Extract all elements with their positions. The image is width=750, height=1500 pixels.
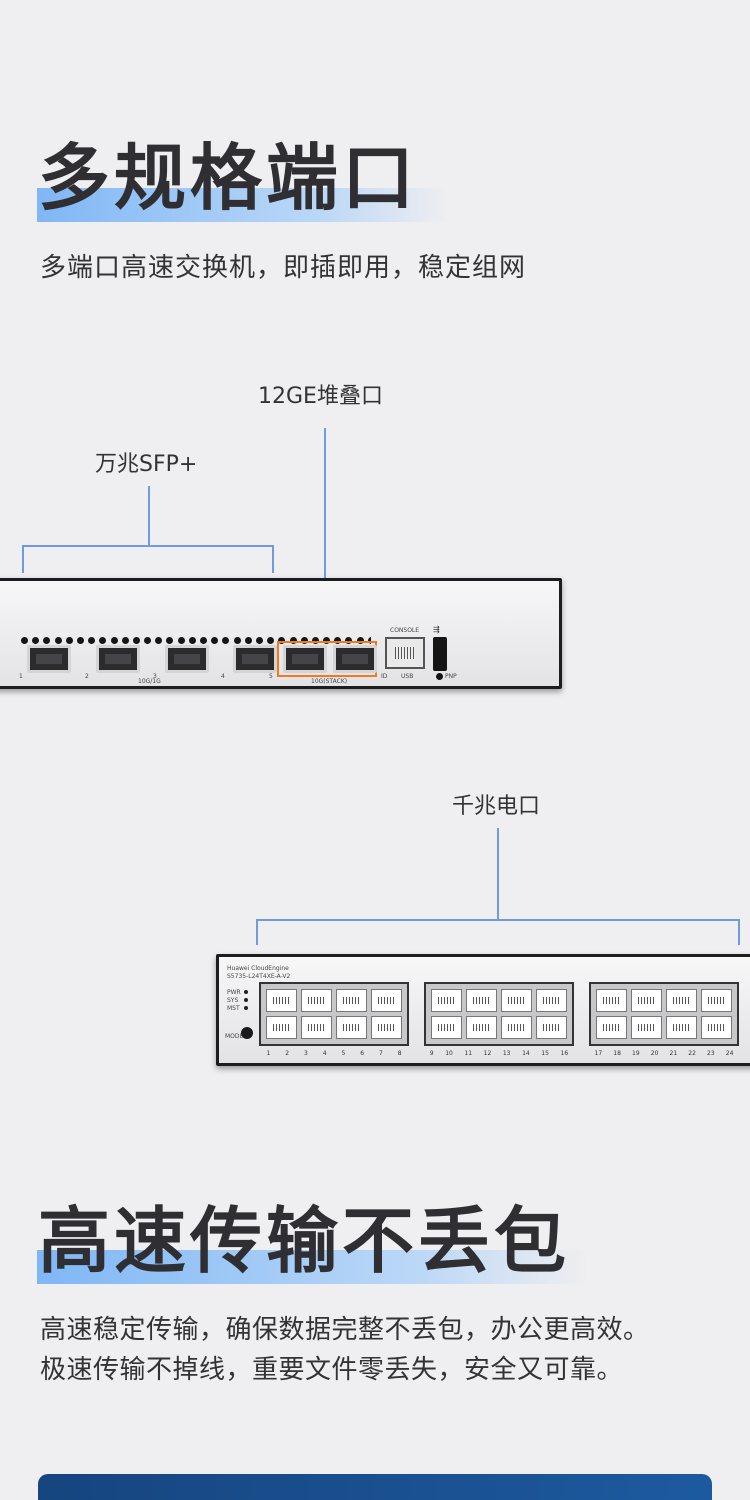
callout-sfp-label: 万兆SFP+: [95, 452, 198, 477]
port-number-5: 5: [269, 673, 273, 680]
section-subtitle-ports: 多端口高速交换机，即插即用，稳定组网: [40, 253, 527, 283]
mode-button: [241, 1027, 253, 1039]
rj45-group-3: [589, 982, 739, 1046]
mode-label: MODE: [225, 1033, 244, 1040]
switch-front-panel: 1 2 3 4 5 10G/1G 10G(STACK) CONSOLE ID U…: [0, 578, 562, 689]
callout-copper-bracket: [256, 919, 740, 921]
console-label: CONSOLE: [390, 627, 420, 634]
brand-label: Huawei CloudEngine: [227, 965, 289, 972]
led-pwr-label: PWR: [227, 989, 241, 996]
sfp-port-2: [96, 645, 140, 673]
sfp-port-1: [27, 645, 71, 673]
rj45-group-1: [259, 982, 409, 1046]
led-pwr: [244, 990, 248, 994]
led-sys-label: SYS: [227, 997, 239, 1004]
rj45-group-2: [424, 982, 574, 1046]
bottom-banner: [38, 1474, 712, 1500]
callout-stack-line: [324, 428, 326, 636]
pnp-label: PNP: [445, 673, 457, 680]
port-number-1: 1: [19, 673, 23, 680]
usb-port: [433, 637, 447, 671]
id-label: ID: [381, 673, 388, 680]
stack-port-2: [333, 645, 377, 673]
model-label: S5735-L24T4XE-A-V2: [227, 973, 291, 980]
vent-dots: [21, 629, 371, 648]
callout-copper-bracket-left: [256, 919, 258, 945]
section-text-line-2: 极速传输不掉线，重要文件零丢失，安全又可靠。: [40, 1355, 624, 1385]
pnp-button: [436, 673, 443, 680]
switch-copper-panel: Huawei CloudEngine S5735-L24T4XE-A-V2 PW…: [216, 954, 750, 1066]
port-number-4: 4: [221, 673, 225, 680]
usb-label: USB: [401, 673, 414, 680]
console-port: [385, 637, 425, 669]
callout-sfp-line: [148, 486, 150, 546]
sfp-group-label: 10G/1G: [138, 678, 161, 685]
led-sys: [244, 998, 248, 1002]
callout-sfp-bracket-left: [22, 545, 24, 573]
callout-stack-label: 12GE堆叠口: [258, 384, 383, 409]
callout-sfp-bracket: [22, 545, 274, 547]
section-title-ports: 多规格端口: [38, 136, 419, 220]
sfp-port-4: [233, 645, 277, 673]
port-number-2: 2: [85, 673, 89, 680]
callout-copper-label: 千兆电口: [452, 794, 541, 819]
usb-icon: ⇶: [433, 625, 440, 634]
stack-group-label: 10G(STACK): [311, 678, 348, 685]
title-underline-1: [37, 188, 447, 222]
section-title-speed: 高速传输不丢包: [38, 1199, 571, 1283]
callout-copper-bracket-right: [738, 919, 740, 945]
title-underline-2: [37, 1250, 587, 1284]
callout-sfp-bracket-right: [272, 545, 274, 573]
led-mst: [244, 1006, 248, 1010]
sfp-port-3: [165, 645, 209, 673]
stack-port-1: [283, 645, 327, 673]
led-mst-label: MST: [227, 1005, 240, 1012]
section-text-line-1: 高速稳定传输，确保数据完整不丢包，办公更高效。: [40, 1315, 650, 1345]
port-number-3: 3: [153, 673, 157, 680]
callout-copper-line: [497, 828, 499, 920]
